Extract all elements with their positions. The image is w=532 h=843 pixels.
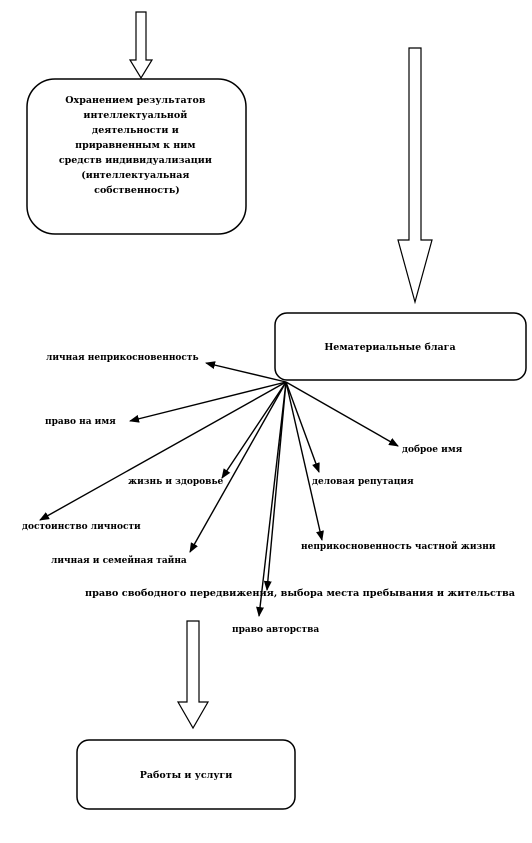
box-intangible-goods (274, 312, 527, 381)
arrow-private-life (285, 381, 324, 541)
label-personal-inviolability: личная неприкосновенность (46, 353, 199, 363)
label-dignity: достоинство личности (22, 522, 141, 532)
box-works-services-label: Работы и услуги (140, 770, 233, 781)
box-works-services (76, 739, 296, 810)
block-arrow-top (128, 11, 154, 80)
arrow-life-health (221, 381, 287, 479)
arrow-right-to-name (129, 381, 287, 423)
arrow-free-movement (263, 381, 287, 591)
arrow-dignity (39, 381, 287, 521)
box-ip-line-3: деятельности и (92, 125, 179, 136)
arrow-good-name (285, 381, 399, 447)
arrow-business-reputation (285, 381, 320, 473)
box-ip-line-7: собственность) (94, 185, 180, 196)
box-intangible-goods-label: Нематериальные блага (324, 342, 455, 353)
label-personal-family-secret: личная и семейная тайна (51, 555, 187, 566)
label-authorship: право авторства (232, 625, 319, 635)
box-intellectual-property (26, 78, 247, 235)
box-ip-line-6: (интеллектуальная (81, 170, 189, 181)
box-ip-line-5: средств индивидуализации (59, 155, 212, 166)
label-business-reputation: деловая репутация (312, 477, 414, 487)
label-good-name: доброе имя (402, 444, 463, 455)
label-life-health: жизнь и здоровье (128, 477, 224, 487)
label-private-life: неприкосновенность частной жизни (301, 541, 496, 552)
box-ip-line-4: приравненным к ним (75, 140, 195, 151)
box-ip-line-1: Охранением результатов (65, 95, 206, 106)
block-arrow-right (397, 47, 433, 305)
block-arrow-bottom (176, 620, 210, 730)
arrow-authorship (256, 381, 287, 617)
arrow-personal-family-secret (189, 381, 287, 553)
label-free-movement: право свободного передвижения, выбора ме… (85, 588, 515, 599)
svg-text:Охранением результатов инт: Охранением результатов интеллектуальной … (59, 95, 215, 196)
label-right-to-name: право на имя (45, 417, 116, 427)
arrow-personal-inviolability (205, 361, 287, 383)
box-ip-line-2: интеллектуальной (83, 110, 187, 121)
